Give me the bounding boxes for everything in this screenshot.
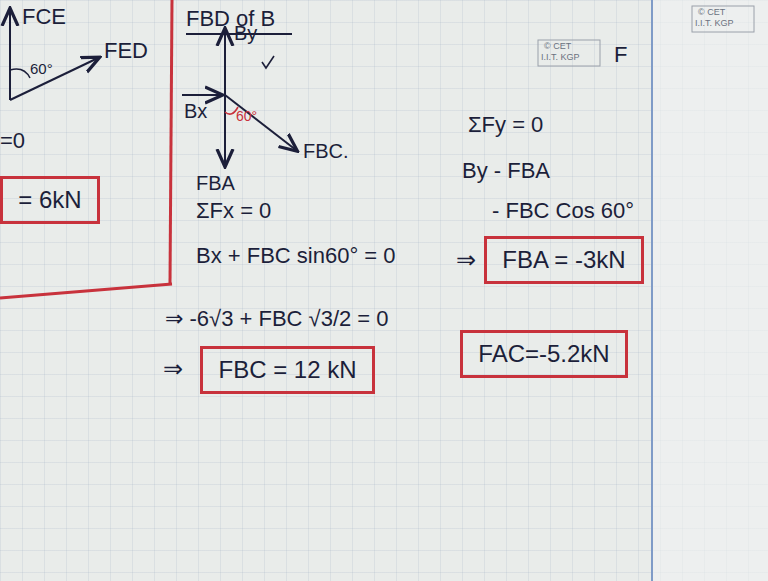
margin-line — [651, 0, 653, 581]
equation: ΣFx = 0 — [196, 198, 271, 223]
equation: =0 — [0, 128, 25, 153]
force-arrow — [10, 58, 98, 100]
force-label: FBC. — [303, 140, 349, 163]
force-arrow — [224, 95, 226, 165]
angle-arc — [10, 69, 30, 78]
force-label: Bx — [184, 100, 207, 123]
answer-text: = 6kN — [18, 186, 81, 214]
answer-box: = 6kN — [0, 176, 100, 224]
divider — [0, 284, 172, 298]
watermark-box — [692, 6, 754, 32]
answer-box: FBA = -3kN — [484, 236, 644, 284]
answer-text: FBA = -3kN — [502, 246, 625, 274]
angle-label: 60° — [30, 60, 53, 77]
answer-box: FBC = 12 kN — [200, 346, 375, 394]
note: F — [614, 42, 627, 67]
watermark: I.I.T. KGP — [695, 18, 734, 28]
heading: FBD of B — [186, 6, 275, 31]
implies-sign: ⇒ — [163, 355, 183, 383]
force-label: FED — [104, 38, 148, 63]
answer-box: FAC=-5.2kN — [460, 330, 628, 378]
equation: By - FBA — [462, 158, 550, 183]
watermark: © CET — [698, 7, 725, 17]
angle-label: 60° — [236, 108, 257, 124]
force-label: By — [234, 22, 257, 45]
force-arrow — [224, 30, 226, 95]
watermark: © CET — [544, 41, 571, 51]
paper-edge — [652, 0, 768, 581]
force-arrow — [9, 10, 11, 100]
force-label: FBA — [196, 172, 235, 195]
equation: ΣFy = 0 — [468, 112, 543, 137]
answer-text: FBC = 12 kN — [218, 356, 356, 384]
force-label: FCE — [22, 4, 66, 29]
tick-mark — [262, 56, 274, 68]
answer-text: FAC=-5.2kN — [478, 340, 609, 368]
implies-sign: ⇒ — [456, 246, 476, 274]
equation: Bx + FBC sin60° = 0 — [196, 243, 396, 268]
force-arrow — [225, 95, 296, 150]
watermark-box — [538, 40, 600, 66]
force-arrow — [182, 94, 221, 96]
watermark: I.I.T. KGP — [541, 52, 580, 62]
equation: - FBC Cos 60° — [492, 198, 634, 223]
divider — [170, 0, 172, 284]
equation: ⇒ -6√3 + FBC √3/2 = 0 — [165, 306, 389, 331]
